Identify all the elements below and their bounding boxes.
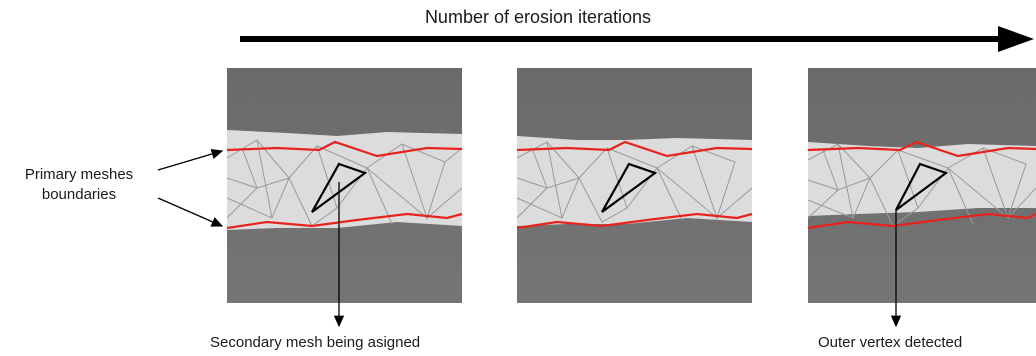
iteration-arrow [240, 26, 1034, 52]
secondary-mesh-triangle [601, 162, 658, 213]
boundary-bottom [516, 212, 753, 230]
primary-boundaries-line2: boundaries [41, 186, 117, 203]
panel-iteration-3 [807, 68, 1036, 303]
boundary-bottom [226, 212, 463, 230]
mesh-edges [226, 139, 463, 227]
primary-boundaries-label: Primary meshes boundaries [4, 165, 154, 205]
boundary-pointer-arrows [157, 148, 224, 227]
panel-iteration-1 [226, 68, 463, 303]
boundary-top [516, 140, 753, 158]
boundary-top [226, 140, 463, 158]
diagram-title: Number of erosion iterations [424, 7, 652, 27]
secondary-mesh-label: Secondary mesh being asigned [210, 334, 421, 351]
panel-iteration-2 [516, 68, 753, 303]
boundary-top [807, 140, 1036, 158]
primary-boundaries-line1: Primary meshes [24, 166, 134, 183]
boundary-bottom [807, 212, 1036, 230]
outer-vertex-triangle [895, 162, 949, 211]
outer-vertex-label: Outer vertex detected [818, 334, 963, 351]
